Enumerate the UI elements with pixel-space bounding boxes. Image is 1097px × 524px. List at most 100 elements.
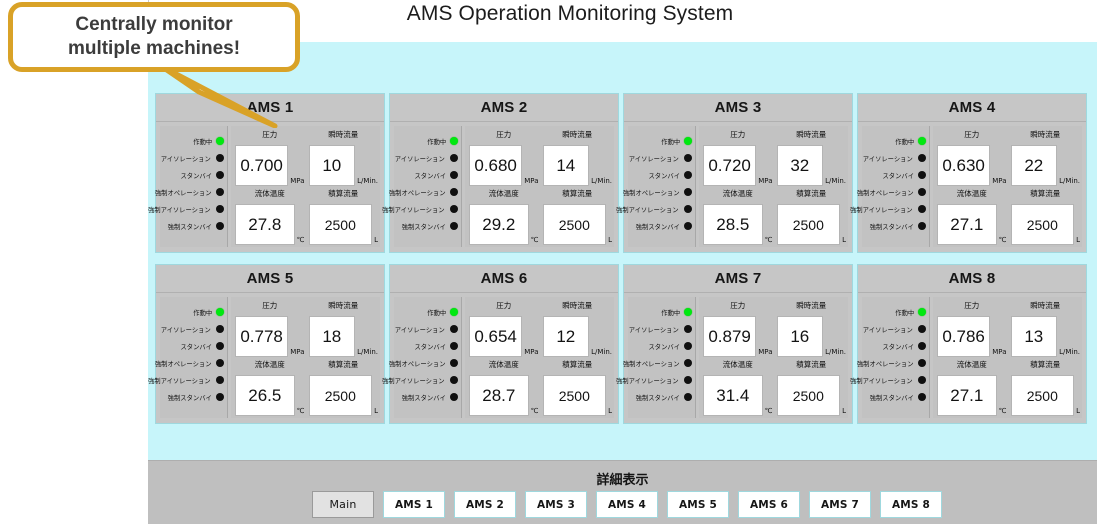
status-label: 強制アイソレーション (382, 205, 446, 214)
status-row: スタンバイ (394, 337, 461, 354)
readout-value: 32 (776, 145, 824, 186)
status-led-icon (918, 221, 926, 230)
readout-value: 27.1 (937, 375, 997, 416)
readout-value: 14 (542, 145, 590, 186)
status-label: スタンバイ (647, 171, 680, 180)
nav-button-ams-3[interactable]: AMS 3 (525, 491, 587, 518)
status-row: 強制オペレーション (623, 354, 695, 371)
status-label: 強制スタンバイ (167, 393, 212, 402)
status-row: アイソレーション (862, 320, 929, 337)
nav-button-ams-4[interactable]: AMS 4 (596, 491, 658, 518)
status-row: スタンバイ (862, 166, 929, 183)
status-label: 強制アイソレーション (616, 376, 680, 385)
nav-button-ams-8[interactable]: AMS 8 (880, 491, 942, 518)
status-row: 作動中 (628, 132, 695, 149)
panel-body: 作動中アイソレーションスタンバイ強制オペレーション強制アイソレーション強制スタン… (382, 293, 618, 423)
readout-unit: L/Min. (1059, 177, 1080, 185)
panel-title: AMS 1 (156, 94, 384, 122)
readout-unit: MPa (992, 348, 1007, 356)
panel-body: 作動中アイソレーションスタンバイ強制オペレーション強制アイソレーション強制スタン… (148, 293, 384, 423)
readout-unit: ℃ (296, 236, 305, 244)
readout-value: 31.4 (703, 375, 763, 416)
readout-value: 0.720 (703, 145, 757, 186)
readout-value: 0.778 (235, 316, 289, 357)
readout-value: 2500 (542, 375, 607, 416)
nav-button-main[interactable]: Main (312, 491, 374, 518)
readout-label: 瞬時流量 (328, 130, 359, 139)
status-led-icon (450, 375, 458, 384)
status-led-icon (918, 136, 926, 145)
status-label: アイソレーション (629, 325, 680, 334)
status-row: 強制スタンバイ (394, 217, 461, 234)
status-label: 強制スタンバイ (401, 393, 446, 402)
readout-value: 2500 (776, 204, 841, 245)
status-row: アイソレーション (160, 320, 227, 337)
status-led-icon (684, 204, 692, 213)
status-row: 作動中 (160, 132, 227, 149)
status-label: スタンバイ (179, 171, 212, 180)
status-row: アイソレーション (394, 149, 461, 166)
readout-label: 積算流量 (328, 189, 359, 198)
status-row: 強制アイソレーション (850, 200, 929, 217)
readout-label: 圧力 (262, 301, 278, 310)
status-led-icon (684, 307, 692, 316)
status-led-icon (450, 187, 458, 196)
readout-label: 積算流量 (1030, 360, 1061, 369)
callout-bubble: Centrally monitor multiple machines! (8, 2, 300, 72)
status-row: 強制アイソレーション (382, 371, 461, 388)
readout-label: 流体温度 (254, 189, 285, 198)
readout-box-wrapper: 28.7℃ (469, 370, 539, 416)
panel-title: AMS 4 (858, 94, 1086, 122)
detail-view-heading: 詳細表示 (596, 473, 649, 488)
panel-body: 作動中アイソレーションスタンバイ強制オペレーション強制アイソレーション強制スタン… (850, 293, 1086, 423)
status-label: アイソレーション (395, 325, 446, 334)
navigation-button-row: Main AMS 1 AMS 2 AMS 3 AMS 4 AMS 5 AMS 6 AMS 7 A… (312, 491, 942, 518)
status-row: 強制アイソレーション (850, 371, 929, 388)
status-row: アイソレーション (160, 149, 227, 166)
status-label: 強制スタンバイ (167, 222, 212, 231)
readout-label: 瞬時流量 (328, 301, 359, 310)
status-led-icon (450, 221, 458, 230)
nav-button-ams-6[interactable]: AMS 6 (738, 491, 800, 518)
status-row: 作動中 (862, 132, 929, 149)
status-label: 強制アイソレーション (382, 376, 446, 385)
readout-value: 22 (1010, 145, 1058, 186)
readout-unit: ℃ (764, 236, 773, 244)
nav-button-ams-7[interactable]: AMS 7 (809, 491, 871, 518)
readout-value: 27.8 (235, 204, 295, 245)
readout-label: 流体温度 (254, 360, 285, 369)
readout-label: 圧力 (964, 301, 980, 310)
nav-button-ams-5[interactable]: AMS 5 (667, 491, 729, 518)
readout-unit: MPa (524, 177, 539, 185)
readout-value: 0.700 (235, 145, 289, 186)
panel-body: 作動中アイソレーションスタンバイ強制オペレーション強制アイソレーション強制スタン… (850, 122, 1086, 252)
status-indicator-list: 作動中アイソレーションスタンバイ強制オペレーション強制アイソレーション強制スタン… (382, 126, 462, 247)
status-led-icon (216, 153, 224, 162)
nav-button-ams-1[interactable]: AMS 1 (383, 491, 445, 518)
status-row: スタンバイ (160, 337, 227, 354)
status-row: 作動中 (160, 303, 227, 320)
status-label: アイソレーション (395, 154, 446, 163)
status-label: スタンバイ (881, 342, 914, 351)
status-row: 強制アイソレーション (382, 200, 461, 217)
status-label: スタンバイ (413, 342, 446, 351)
nav-button-ams-2[interactable]: AMS 2 (454, 491, 516, 518)
readout-value: 2500 (542, 204, 607, 245)
